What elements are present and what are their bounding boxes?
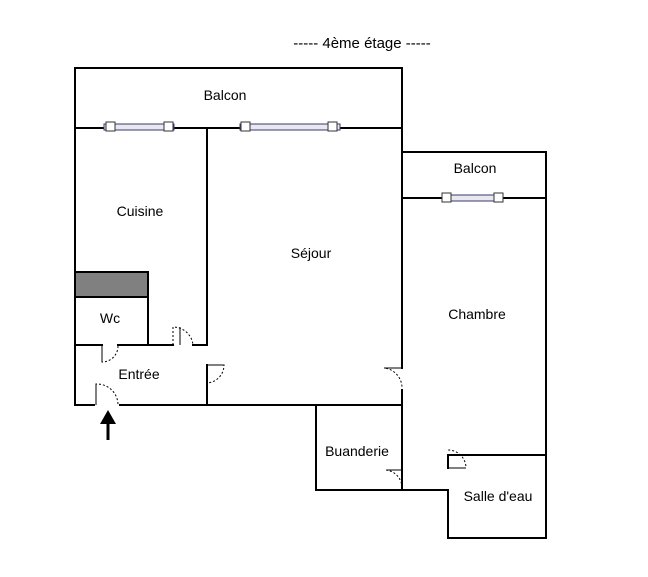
- window-right: [441, 192, 504, 203]
- arrow-up-icon: [100, 410, 116, 440]
- balcony-top: [74, 67, 403, 129]
- room-label-balcon-right: Balcon: [454, 160, 497, 176]
- room-label-entree: Entrée: [118, 366, 159, 382]
- room-label-buanderie: Buanderie: [325, 443, 389, 459]
- room-label-wc: Wc: [100, 310, 120, 326]
- door-swings: [95, 326, 467, 489]
- kitchen-counter: [74, 271, 149, 298]
- room-label-chambre: Chambre: [448, 306, 506, 322]
- interior-walls: [74, 127, 547, 539]
- room-label-balcon-top: Balcon: [204, 87, 247, 103]
- room-label-sejour: Séjour: [291, 245, 332, 261]
- floor-title: ----- 4ème étage -----: [293, 35, 431, 52]
- room-label-salle-eau: Salle d'eau: [464, 488, 533, 504]
- room-label-cuisine: Cuisine: [117, 203, 164, 219]
- window-top: [103, 121, 341, 132]
